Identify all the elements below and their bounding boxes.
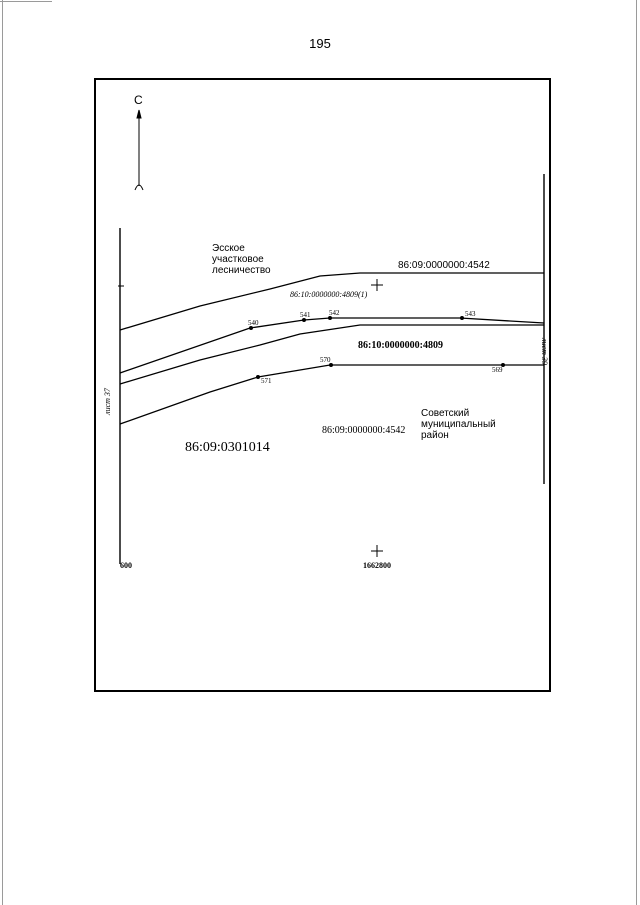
point-marker-541 bbox=[302, 318, 306, 322]
eskoe-label-line3: лесничество bbox=[212, 265, 271, 276]
sovetsky-label-line1: Советский bbox=[421, 408, 470, 419]
map-frame bbox=[94, 78, 551, 692]
sovetsky-label-line2: муниципальный bbox=[421, 419, 496, 430]
boundary-line-lower bbox=[119, 324, 544, 385]
page-number: 195 bbox=[309, 36, 331, 51]
grid-cross-upper bbox=[371, 279, 383, 291]
point-marker-571 bbox=[256, 375, 260, 379]
north-arrow-icon bbox=[134, 109, 144, 191]
parcel-label-top: 86:09:0000000:4542 bbox=[398, 260, 490, 271]
boundary-line-top bbox=[119, 272, 544, 331]
sheet-label-left: лист 37 bbox=[102, 388, 112, 415]
page-edge-top bbox=[0, 1, 52, 2]
point-label-543: 543 bbox=[465, 310, 476, 318]
eskoe-label-line1: Эсское bbox=[212, 243, 245, 254]
point-label-571: 571 bbox=[261, 377, 272, 385]
page-edge-left bbox=[2, 0, 3, 905]
parcel-label-italic: 86:10:0000000:4809(1) bbox=[290, 290, 368, 299]
point-marker-542 bbox=[328, 316, 332, 320]
parcel-label-bottom: 86:09:0000000:4542 bbox=[322, 425, 406, 436]
north-label: С bbox=[134, 93, 143, 107]
eskoe-label-line2: участковое bbox=[212, 254, 264, 265]
parcel-label-middle: 86:10:0000000:4809 bbox=[358, 340, 443, 351]
point-label-570: 570 bbox=[320, 356, 331, 364]
boundary-line-upper bbox=[119, 317, 545, 374]
point-label-541: 541 bbox=[300, 311, 311, 319]
sovetsky-label-line3: район bbox=[421, 430, 449, 441]
grid-cross-lower bbox=[371, 545, 383, 557]
point-label-542: 542 bbox=[329, 309, 340, 317]
cadastral-quarter-label: 86:09:0301014 bbox=[185, 440, 270, 455]
coordinate-label-left: 600 bbox=[120, 561, 132, 570]
sheet-label-right: лист 39 bbox=[539, 338, 549, 365]
point-label-540: 540 bbox=[248, 319, 259, 327]
point-label-569: 569 bbox=[492, 366, 503, 374]
point-marker-540 bbox=[249, 326, 253, 330]
page-edge-right bbox=[636, 0, 637, 905]
boundary-line-bottom bbox=[119, 364, 544, 425]
point-marker-543 bbox=[460, 316, 464, 320]
coordinate-label-center: 1662800 bbox=[363, 561, 391, 570]
point-marker-570 bbox=[329, 363, 333, 367]
point-marker-569 bbox=[501, 363, 505, 367]
